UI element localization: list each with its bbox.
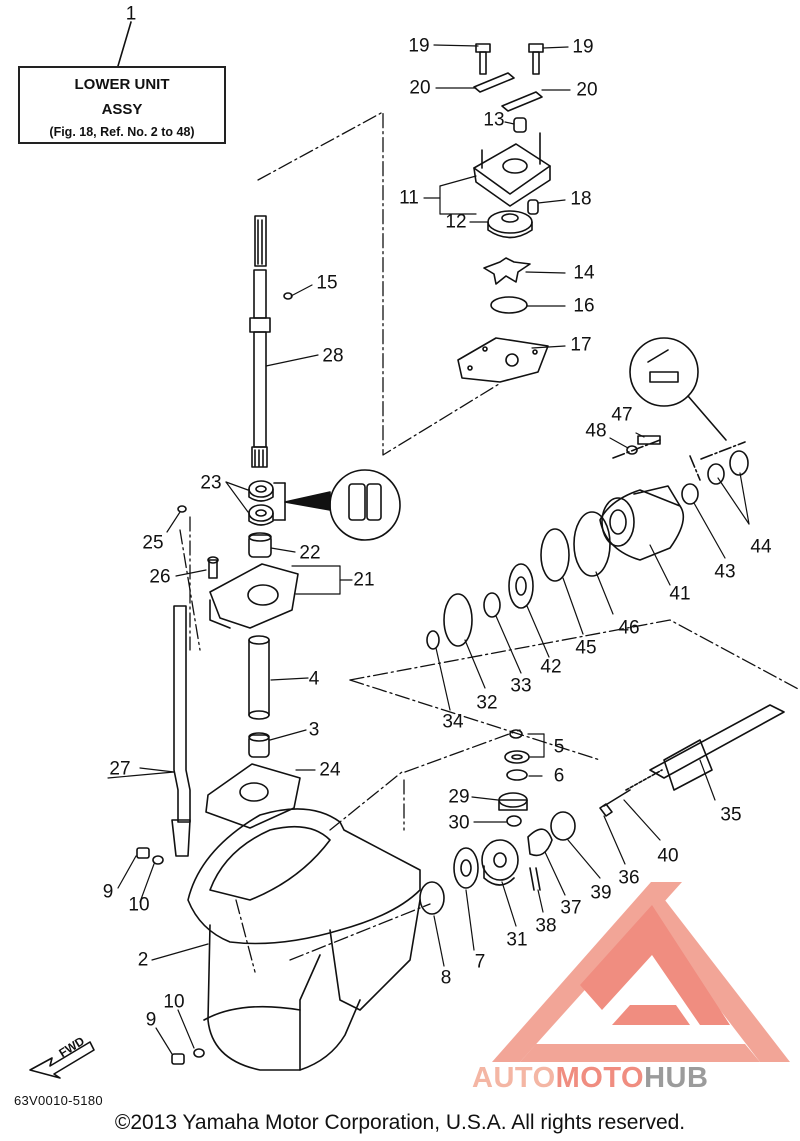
part-label: 3 [308, 719, 320, 741]
part-label: 10 [163, 991, 185, 1013]
part-label: 29 [448, 786, 470, 808]
part-label: 37 [560, 897, 582, 919]
part-label: 41 [669, 583, 691, 605]
leader-line [117, 21, 132, 67]
propeller-shaft-group [498, 704, 785, 857]
part-code: 63V0010-5180 [14, 1093, 103, 1108]
watermark-text: AUTOMOTOHUB [472, 1062, 708, 1095]
front-gear-group [419, 839, 541, 915]
part-label: 14 [573, 262, 595, 284]
title-line-2: ASSY [101, 101, 143, 118]
part-label: 7 [474, 951, 486, 973]
part-label: 27 [109, 758, 131, 780]
propeller-cap-group [426, 337, 749, 650]
watermark-part-hub: HUB [644, 1062, 709, 1094]
part-label: 6 [553, 765, 565, 787]
part-label: 11 [399, 187, 419, 209]
part-label: 20 [409, 77, 431, 99]
part-label: 30 [448, 812, 470, 834]
part-label: 35 [720, 804, 742, 826]
part-label: 9 [145, 1009, 157, 1031]
part-label: 28 [322, 345, 344, 367]
part-label: 38 [535, 915, 557, 937]
part-label: 8 [440, 967, 452, 989]
label-leaders [107, 44, 750, 1055]
part-label: 17 [570, 334, 592, 356]
part-label: 36 [618, 867, 640, 889]
part-label: 45 [575, 637, 597, 659]
copyright-notice: ©2013 Yamaha Motor Corporation, U.S.A. A… [114, 1111, 686, 1134]
part-label: 47 [611, 404, 633, 426]
part-label: 9 [102, 881, 114, 903]
drive-shaft [249, 215, 293, 468]
part-label: 10 [128, 894, 150, 916]
part-label: 4 [308, 668, 320, 690]
title-line-1: LOWER UNIT [74, 76, 170, 93]
ref-number-1: 1 [125, 3, 137, 25]
part-label: 48 [585, 420, 607, 442]
title-box: LOWER UNIT ASSY (Fig. 18, Ref. No. 2 to … [18, 66, 226, 144]
part-label: 34 [442, 711, 464, 733]
part-label: 20 [576, 79, 598, 101]
part-label: 39 [590, 882, 612, 904]
part-label: 12 [445, 211, 467, 233]
part-label: 43 [714, 561, 736, 583]
part-label: 2 [137, 949, 149, 971]
title-line-3: (Fig. 18, Ref. No. 2 to 48) [49, 125, 195, 139]
part-label: 22 [299, 542, 321, 564]
part-label: 32 [476, 692, 498, 714]
part-label: 44 [750, 536, 772, 558]
watermark-part-moto: MOTO [555, 1062, 645, 1094]
part-label: 25 [142, 532, 164, 554]
upper-bearing-group [177, 469, 401, 629]
water-pump-assembly [457, 43, 551, 383]
part-label: 18 [570, 188, 592, 210]
part-label: 31 [506, 929, 528, 951]
part-label: 42 [540, 656, 562, 678]
part-label: 5 [553, 736, 565, 758]
part-label: 13 [483, 109, 505, 131]
part-label: 15 [316, 272, 338, 294]
part-label: 23 [200, 472, 222, 494]
part-label: 24 [319, 759, 341, 781]
part-label: 19 [408, 35, 430, 57]
watermark-logo [492, 882, 790, 1062]
lower-case-housing [187, 808, 421, 1071]
assembly-guide-lines [179, 111, 800, 973]
fwd-arrow-icon [29, 1041, 95, 1079]
part-label: 16 [573, 295, 595, 317]
part-label: 46 [618, 617, 640, 639]
part-label: 26 [149, 566, 171, 588]
shift-rod [171, 605, 191, 857]
sleeve-and-gasket [205, 635, 301, 829]
drain-bolts [136, 847, 205, 1065]
part-label: 19 [572, 36, 594, 58]
part-label: 33 [510, 675, 532, 697]
watermark-part-auto: AUTO [472, 1062, 556, 1094]
part-label: 21 [353, 569, 375, 591]
part-label: 40 [657, 845, 679, 867]
